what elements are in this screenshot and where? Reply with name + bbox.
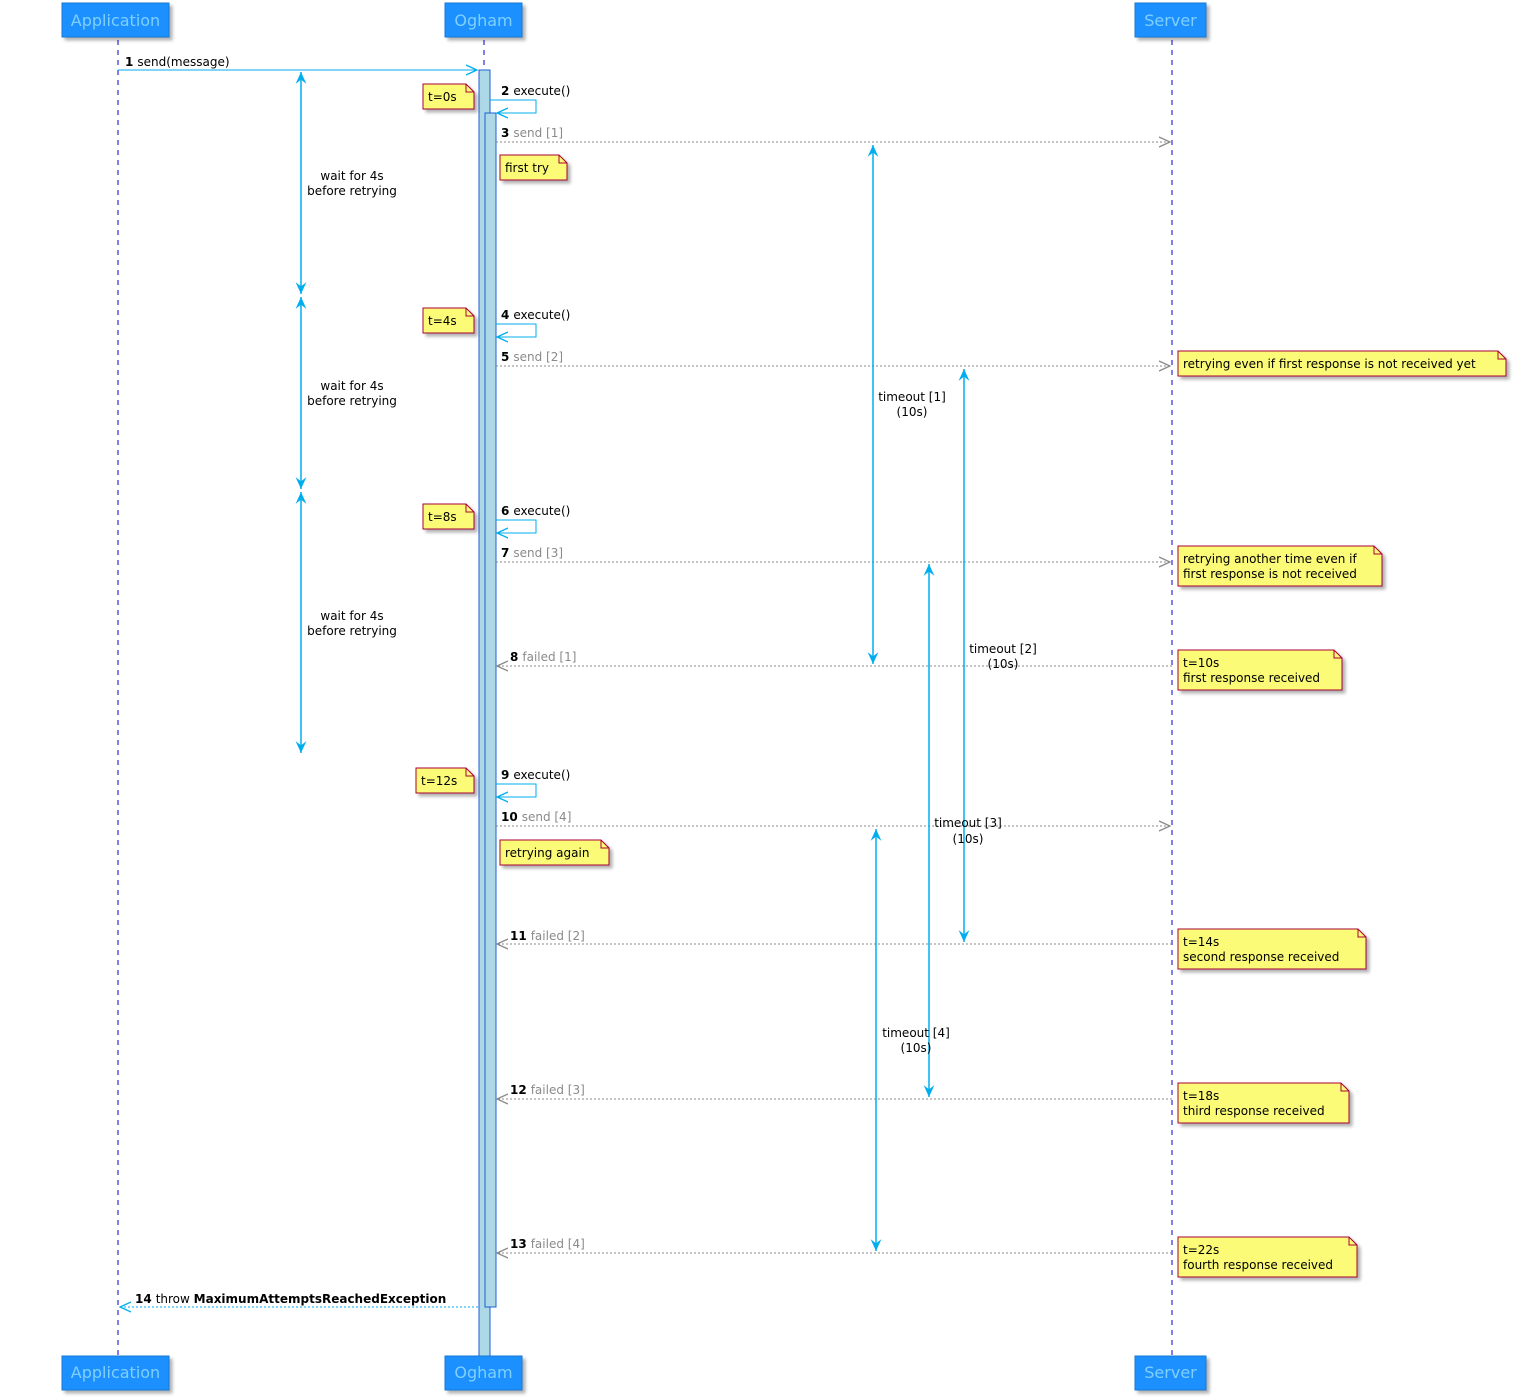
participant-server-bottom: Server bbox=[1134, 1355, 1207, 1391]
message-9-arrow bbox=[496, 783, 537, 797]
note-retrying-again-text: retrying again bbox=[505, 846, 589, 860]
note-retrying-another-line2: first response is not received bbox=[1183, 567, 1357, 581]
message-6-arrow bbox=[496, 519, 537, 533]
participant-server-label: Server bbox=[1144, 11, 1197, 30]
wait-span-2-line2: before retrying bbox=[307, 394, 397, 408]
note-t4 bbox=[422, 307, 475, 334]
note-retrying-another-line1: retrying another time even if bbox=[1183, 552, 1357, 566]
note-t12-text: t=12s bbox=[421, 774, 457, 788]
note-t18-line1: t=18s bbox=[1183, 1089, 1219, 1103]
note-t4-text: t=4s bbox=[428, 314, 457, 328]
note-retrying-again bbox=[499, 839, 610, 866]
timeout-2-label: timeout [2] bbox=[969, 642, 1037, 656]
activation-bar-inner bbox=[484, 112, 497, 1308]
note-t22-line1: t=22s bbox=[1183, 1243, 1219, 1257]
message-4-arrow bbox=[496, 323, 537, 337]
note-first-try-text: first try bbox=[505, 161, 549, 175]
timeout-2-duration: (10s) bbox=[988, 657, 1019, 671]
timeout-4-label: timeout [4] bbox=[882, 1026, 950, 1040]
participant-server-top: Server bbox=[1134, 2, 1207, 38]
timeout-1-label: timeout [1] bbox=[878, 390, 946, 404]
note-t14-line2: second response received bbox=[1183, 950, 1339, 964]
note-t8 bbox=[422, 503, 475, 530]
note-t0 bbox=[422, 83, 475, 110]
participant-application-label: Application bbox=[71, 11, 160, 30]
participant-application-bottom-label: Application bbox=[71, 1363, 160, 1382]
message-2-arrow bbox=[490, 99, 537, 113]
note-t12 bbox=[415, 767, 475, 794]
timeout-1-duration: (10s) bbox=[897, 405, 928, 419]
participant-application-top: Application bbox=[61, 2, 170, 38]
participant-server-bottom-label: Server bbox=[1144, 1363, 1197, 1382]
wait-span-3-line1: wait for 4s bbox=[320, 609, 383, 623]
participant-application-bottom: Application bbox=[61, 1355, 170, 1391]
note-t10-line2: first response received bbox=[1183, 671, 1320, 685]
timeout-3-label: timeout [3] bbox=[934, 816, 1002, 830]
wait-span-3-line2: before retrying bbox=[307, 624, 397, 638]
note-t14-line1: t=14s bbox=[1183, 935, 1219, 949]
note-t18-line2: third response received bbox=[1183, 1104, 1325, 1118]
participant-ogham-bottom-label: Ogham bbox=[454, 1363, 512, 1382]
note-t10 bbox=[1177, 649, 1343, 691]
note-t10-line1: t=10s bbox=[1183, 656, 1219, 670]
participant-ogham-label: Ogham bbox=[454, 11, 512, 30]
note-t8-text: t=8s bbox=[428, 510, 457, 524]
note-retrying-even bbox=[1177, 350, 1507, 377]
participant-ogham-bottom: Ogham bbox=[444, 1355, 523, 1391]
timeout-3-duration: (10s) bbox=[953, 832, 984, 846]
wait-span-2-line1: wait for 4s bbox=[320, 379, 383, 393]
note-t14 bbox=[1177, 928, 1367, 970]
timeout-4-duration: (10s) bbox=[901, 1041, 932, 1055]
note-t0-text: t=0s bbox=[428, 90, 457, 104]
participant-ogham-top: Ogham bbox=[444, 2, 523, 38]
note-t22 bbox=[1177, 1236, 1358, 1278]
wait-span-1-line1: wait for 4s bbox=[320, 169, 383, 183]
note-first-try bbox=[499, 154, 568, 181]
note-retrying-another bbox=[1177, 545, 1383, 587]
note-t18 bbox=[1177, 1082, 1350, 1124]
wait-span-1-line2: before retrying bbox=[307, 184, 397, 198]
note-t22-line2: fourth response received bbox=[1183, 1258, 1333, 1272]
note-retrying-even-text: retrying even if first response is not r… bbox=[1183, 357, 1476, 371]
